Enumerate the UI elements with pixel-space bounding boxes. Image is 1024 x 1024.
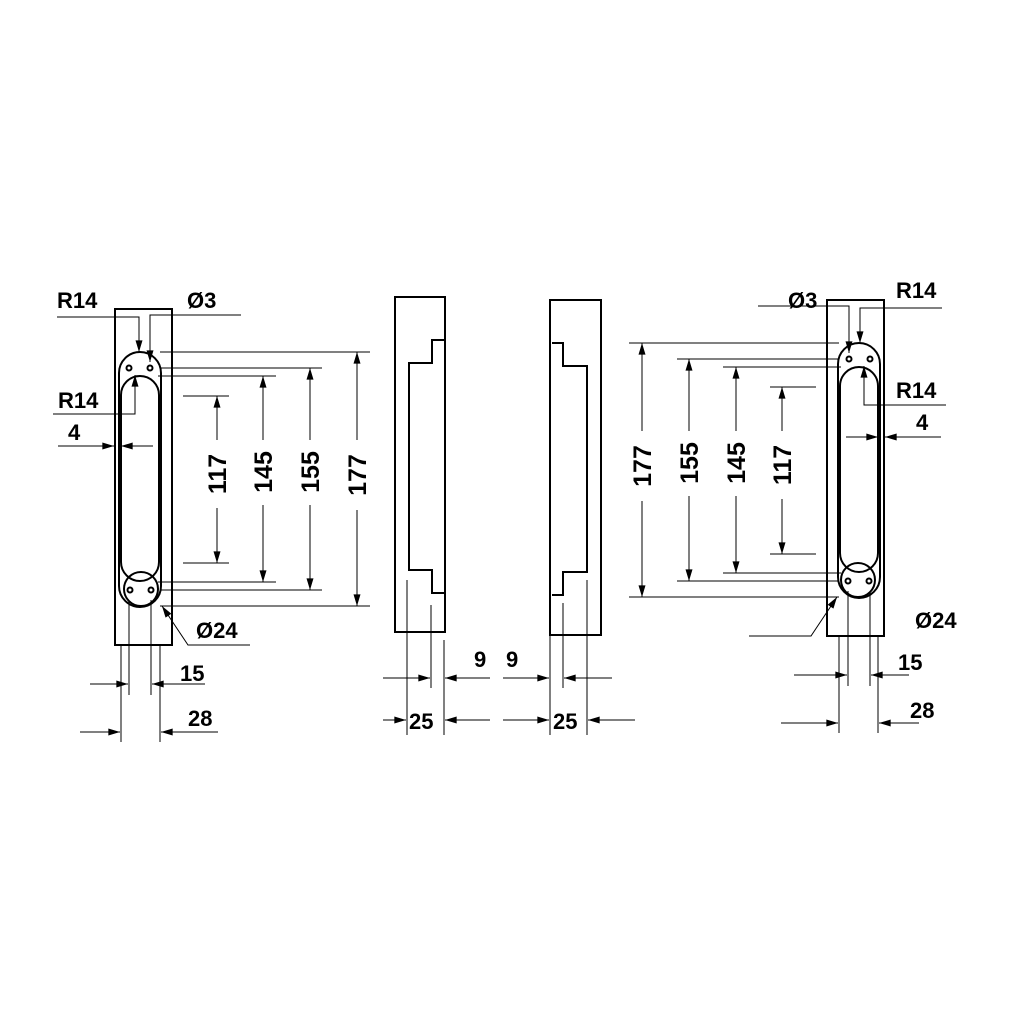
label-offset: 9 — [506, 647, 518, 672]
label-dim-155: 155 — [676, 442, 704, 484]
label-hole-spacing: 15 — [180, 661, 204, 686]
label-width: 28 — [910, 698, 934, 723]
label-width: 28 — [188, 706, 212, 731]
label-radius-top: R14 — [57, 288, 98, 313]
label-dim-155: 155 — [297, 451, 325, 493]
label-hole-diameter: Ø3 — [788, 288, 817, 313]
label-depth: 25 — [409, 709, 433, 734]
side-view-left: 9 25 — [383, 296, 490, 735]
label-depth: 25 — [553, 709, 577, 734]
label-dim-177: 177 — [344, 454, 372, 496]
label-dim-145: 145 — [723, 442, 751, 484]
front-view-left: R14 Ø3 R14 4 Ø24 15 28 117 145 155 177 — [53, 288, 372, 742]
label-offset: 9 — [474, 647, 486, 672]
label-radius-inner: R14 — [58, 388, 99, 413]
front-view-right: Ø3 R14 R14 4 Ø24 15 28 117 145 155 177 — [629, 278, 957, 733]
label-dim-177: 177 — [629, 445, 657, 487]
label-circle-diameter: Ø24 — [196, 618, 238, 643]
label-dim-145: 145 — [250, 451, 278, 493]
label-radius-inner: R14 — [896, 378, 937, 403]
side-view-right: 9 25 — [503, 299, 635, 735]
label-hole-diameter: Ø3 — [187, 288, 216, 313]
label-wall: 4 — [916, 410, 929, 435]
label-circle-diameter: Ø24 — [915, 608, 957, 633]
label-wall: 4 — [68, 420, 81, 445]
label-dim-117: 117 — [769, 445, 797, 485]
label-radius-top: R14 — [896, 278, 937, 303]
label-hole-spacing: 15 — [898, 650, 922, 675]
label-dim-117: 117 — [204, 454, 232, 494]
